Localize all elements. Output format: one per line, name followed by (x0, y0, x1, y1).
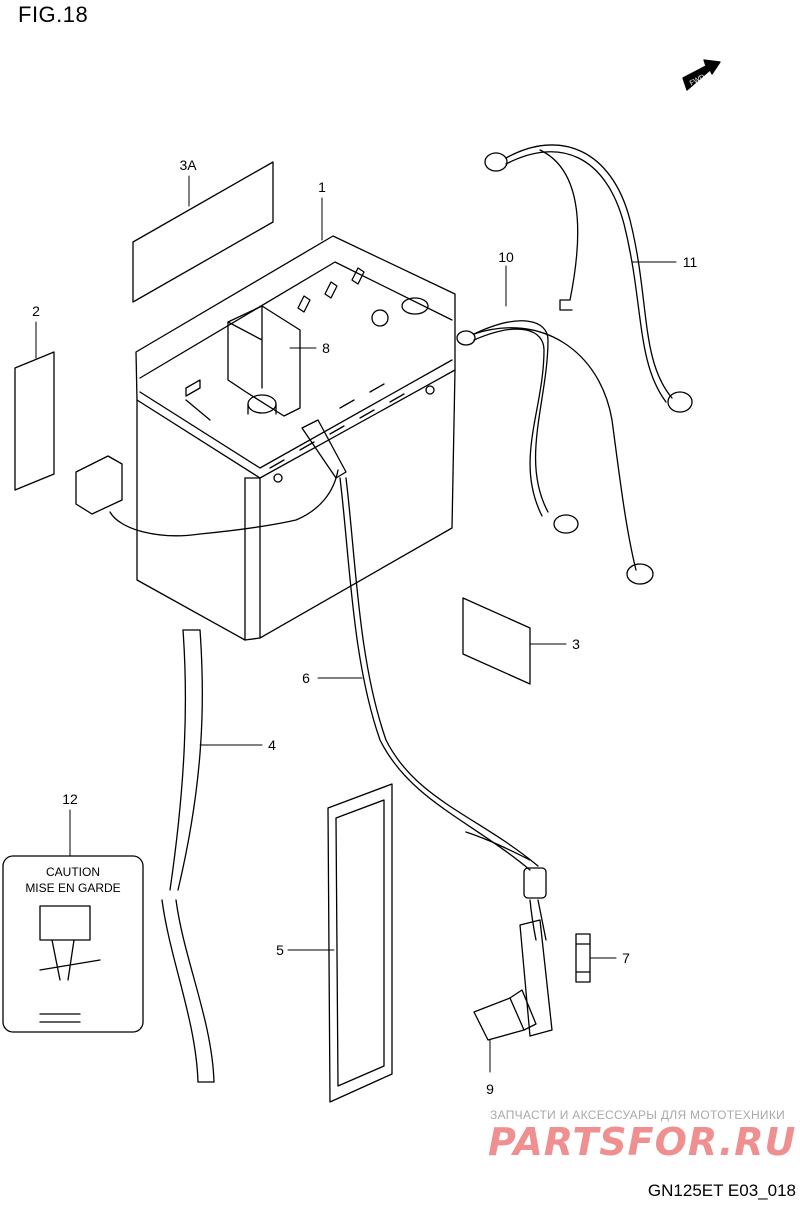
terminal-cover-8 (227, 305, 301, 417)
callout-7: 7 (622, 950, 630, 966)
fuse-7 (575, 933, 591, 983)
battery (135, 235, 456, 641)
caution-line-1: CAUTION (46, 865, 100, 879)
callout-4: 4 (268, 737, 276, 753)
figure-code: GN125ET E03_018 (647, 1181, 796, 1200)
cable-11 (484, 144, 693, 413)
label-plate-3a (132, 161, 274, 303)
callout-labels: 1 2 3 3A 4 5 6 7 8 9 10 11 12 (32, 157, 697, 1097)
caution-line-2: MISE EN GARDE (25, 881, 120, 895)
caution-label-12 (2, 855, 144, 1033)
vent-cap (75, 455, 339, 537)
watermark-logo: PARTSFOR.RU (488, 1120, 797, 1164)
leader-lines (35, 175, 677, 1073)
label-sticker-2 (14, 351, 55, 491)
battery-strap-5 (327, 783, 393, 1103)
callout-5: 5 (276, 942, 284, 958)
callout-11: 11 (683, 254, 698, 270)
watermark-tagline: ЗАПЧАСТИ И АКСЕССУАРЫ ДЛЯ МОТОТЕХНИКИ (490, 1108, 786, 1122)
callout-1: 1 (318, 179, 326, 195)
forward-arrow-icon: FWD (682, 59, 721, 91)
main-cable-6 (301, 419, 547, 941)
callout-6: 6 (302, 670, 310, 686)
callout-3: 3 (572, 636, 580, 652)
callout-3a: 3A (179, 157, 197, 173)
fuse-holder-9 (473, 919, 553, 1041)
callout-12: 12 (62, 791, 78, 807)
label-sheet-3 (462, 597, 531, 685)
callout-10: 10 (498, 249, 514, 265)
cable-10 (456, 320, 654, 585)
figure-title: FIG.18 (18, 2, 89, 27)
callout-2: 2 (32, 303, 40, 319)
callout-9: 9 (486, 1081, 494, 1097)
breather-hose-4 (161, 629, 215, 1083)
callout-8: 8 (322, 340, 330, 356)
caution-text: CAUTION MISE EN GARDE (25, 865, 120, 895)
